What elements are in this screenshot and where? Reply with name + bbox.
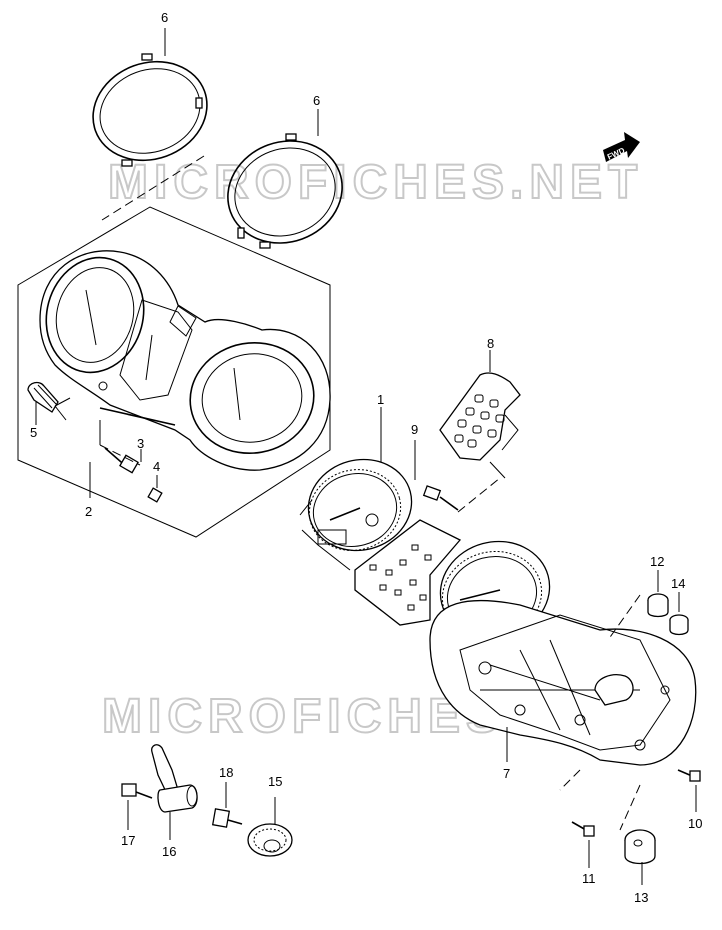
callout-13: 13 — [634, 890, 648, 905]
grommet-14 — [669, 592, 689, 636]
callout-17: 17 — [121, 833, 135, 848]
screw-4 — [147, 475, 163, 503]
gear-15 — [247, 797, 293, 857]
bolt-18 — [211, 782, 243, 828]
callout-6b: 6 — [313, 93, 320, 108]
ring-6-lower — [227, 133, 343, 249]
callout-1: 1 — [377, 392, 384, 407]
screw-10 — [677, 769, 701, 812]
speed-sensor-16 — [151, 744, 198, 840]
dash-12 — [607, 594, 641, 641]
dash-11 — [559, 769, 581, 791]
callout-12: 12 — [650, 554, 664, 569]
dash-6 — [101, 155, 205, 221]
bolt-17 — [121, 783, 153, 830]
callout-3: 3 — [137, 436, 144, 451]
screw-11 — [571, 821, 595, 868]
ring-6-upper — [92, 53, 208, 167]
grommet-13 — [624, 829, 656, 885]
callout-16: 16 — [162, 844, 176, 859]
screw-9 — [414, 440, 501, 513]
indicator-board-8 — [439, 350, 521, 479]
meter-case-7 — [429, 599, 697, 766]
bulb-socket-5 — [27, 381, 71, 425]
callout-10: 10 — [688, 816, 702, 831]
callout-15: 15 — [268, 774, 282, 789]
callout-2: 2 — [85, 504, 92, 519]
callout-4: 4 — [153, 459, 160, 474]
callout-11: 11 — [582, 871, 596, 886]
callout-14: 14 — [671, 576, 685, 591]
assembly-box-2 — [17, 206, 331, 538]
callout-8: 8 — [487, 336, 494, 351]
callout-7: 7 — [503, 766, 510, 781]
watermark-top: MICROFICHES.NET — [108, 156, 643, 209]
dash-13 — [619, 784, 641, 831]
callout-18: 18 — [219, 765, 233, 780]
callout-6a: 6 — [161, 10, 168, 25]
screw-3 — [99, 420, 142, 474]
grommet-12 — [647, 570, 669, 618]
callout-9: 9 — [411, 422, 418, 437]
callout-5: 5 — [30, 425, 37, 440]
meter-cover — [39, 250, 331, 471]
